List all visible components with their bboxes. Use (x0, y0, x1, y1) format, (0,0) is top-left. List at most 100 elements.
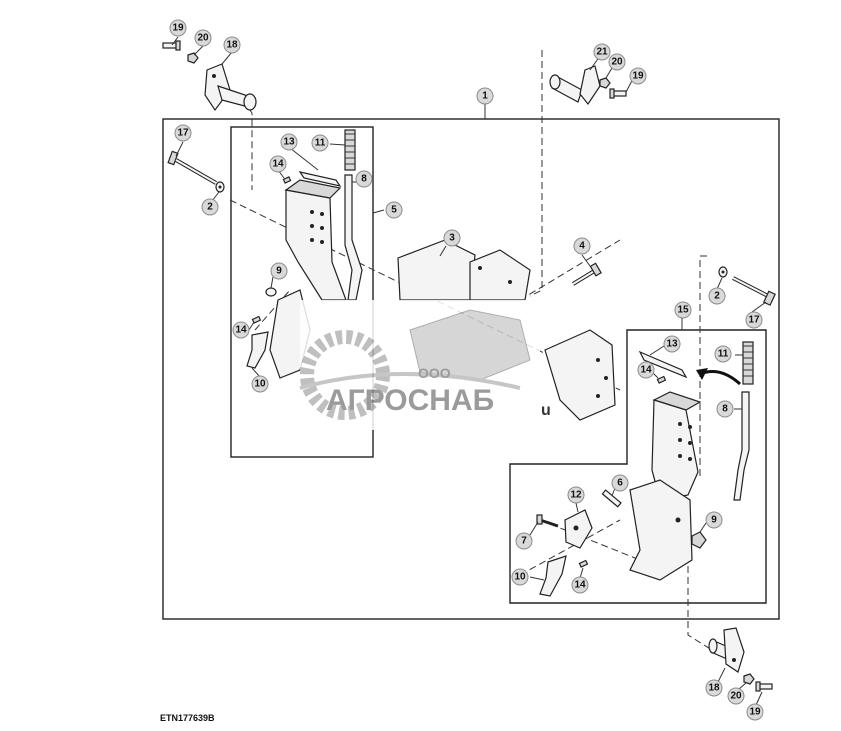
pin-14-right (656, 375, 667, 384)
callout-label: 12 (570, 490, 582, 501)
callout-9-right: 9 (705, 511, 723, 529)
callout-20-topright: 20 (608, 53, 626, 71)
callout-label: 1 (482, 91, 488, 102)
bolt-4 (571, 262, 602, 286)
callout-6: 6 (611, 474, 629, 492)
callout-label: 11 (718, 349, 729, 360)
watermark-suffix: u (541, 402, 551, 419)
pin-6 (601, 489, 622, 508)
main-assembly-frame (162, 118, 780, 620)
watermark-prefix: ООО (418, 365, 451, 381)
callout-3: 3 (443, 229, 461, 247)
bolt-17-right (732, 276, 776, 306)
rod-8-right (733, 391, 750, 501)
callout-label: 14 (235, 325, 247, 336)
callout-label: 10 (254, 379, 266, 390)
callout-label: 20 (197, 33, 209, 44)
callout-13-right: 13 (663, 335, 681, 353)
pin-14-left2 (251, 315, 262, 324)
callout-label: 21 (596, 47, 608, 58)
callout-label: 8 (361, 174, 367, 185)
pin-9-left (265, 287, 277, 297)
callout-8-left: 8 (355, 170, 373, 188)
callout-19-topright: 19 (629, 67, 647, 85)
lever-13-right (638, 350, 688, 379)
callout-2-right: 2 (708, 287, 726, 305)
callout-1: 1 (476, 87, 494, 105)
callout-label: 9 (711, 515, 717, 526)
callout-17-right: 17 (745, 311, 763, 329)
callout-label: 7 (521, 536, 527, 547)
callout-14-right: 14 (637, 361, 655, 379)
bolt-19-top (162, 40, 181, 51)
callout-4: 4 (573, 237, 591, 255)
callout-13-left: 13 (280, 133, 298, 151)
callout-2-left: 2 (201, 198, 219, 216)
washer-2-right (718, 266, 728, 278)
bolt-17-left (167, 150, 217, 185)
callout-5: 5 (385, 201, 403, 219)
bolt-19-topright (609, 88, 627, 99)
pin-plate-18-bottom (708, 627, 745, 673)
callout-14-left: 14 (269, 155, 287, 173)
callout-label: 2 (207, 202, 213, 213)
spring-11-left (344, 129, 356, 171)
callout-label: 4 (579, 241, 585, 252)
handle-10-left (246, 331, 269, 369)
callout-label: 14 (640, 365, 652, 376)
pin-14-left (282, 176, 292, 184)
rotation-arrow (696, 368, 742, 386)
callout-label: 18 (226, 40, 238, 51)
callout-label: 20 (611, 57, 623, 68)
callout-9-left: 9 (270, 262, 288, 280)
callout-18-bottom: 18 (705, 679, 723, 697)
watermark-logo: ООО АГРОСНАБ u (299, 300, 551, 430)
pin-plate-18-top (204, 63, 257, 112)
callout-15: 15 (674, 301, 692, 319)
pin-14-right2 (578, 559, 589, 568)
spring-11-right (742, 341, 754, 385)
callout-11-left: 11 (311, 134, 329, 152)
callout-label: 19 (749, 707, 761, 718)
callout-14-right2: 14 (571, 576, 589, 594)
washer-2-left (215, 181, 225, 193)
nut-20-bottom (743, 673, 755, 685)
callout-label: 11 (315, 138, 326, 149)
callout-label: 13 (283, 137, 295, 148)
watermark-name: АГРОСНАБ (326, 384, 494, 417)
callout-20-bottom: 20 (727, 687, 745, 705)
callout-11-right: 11 (714, 345, 732, 363)
callout-label: 6 (617, 478, 623, 489)
leader-lines (171, 36, 767, 706)
callout-label: 5 (391, 205, 397, 216)
callout-20-top: 20 (194, 29, 212, 47)
callout-19-bottom: 19 (746, 703, 764, 721)
callout-7: 7 (515, 532, 533, 550)
center-beam-3 (397, 239, 616, 421)
lever-13-left (298, 171, 342, 187)
callout-label: 9 (276, 266, 282, 277)
figure-reference-code: ETN177639B (160, 713, 215, 723)
callout-10-left: 10 (251, 375, 269, 393)
callout-18-top: 18 (223, 36, 241, 54)
right-latch-body (629, 391, 702, 581)
callout-label: 19 (632, 71, 644, 82)
callout-label: 2 (714, 291, 720, 302)
nut-9-right (691, 531, 707, 549)
callout-label: 3 (449, 233, 455, 244)
bolt-19-bottom (755, 681, 773, 692)
callout-21: 21 (593, 43, 611, 61)
callout-label: 14 (272, 159, 284, 170)
callout-label: 8 (722, 404, 728, 415)
pin-plate-21 (549, 65, 601, 106)
handle-10-right (539, 555, 567, 597)
callout-14-left2: 14 (232, 321, 250, 339)
callout-label: 18 (708, 683, 720, 694)
callout-label: 10 (514, 572, 526, 583)
callout-8-right: 8 (716, 400, 734, 418)
rod-8-left (344, 174, 363, 301)
left-subassembly-frame (230, 126, 374, 458)
nut-20-top (187, 52, 199, 64)
callout-label: 13 (666, 339, 678, 350)
